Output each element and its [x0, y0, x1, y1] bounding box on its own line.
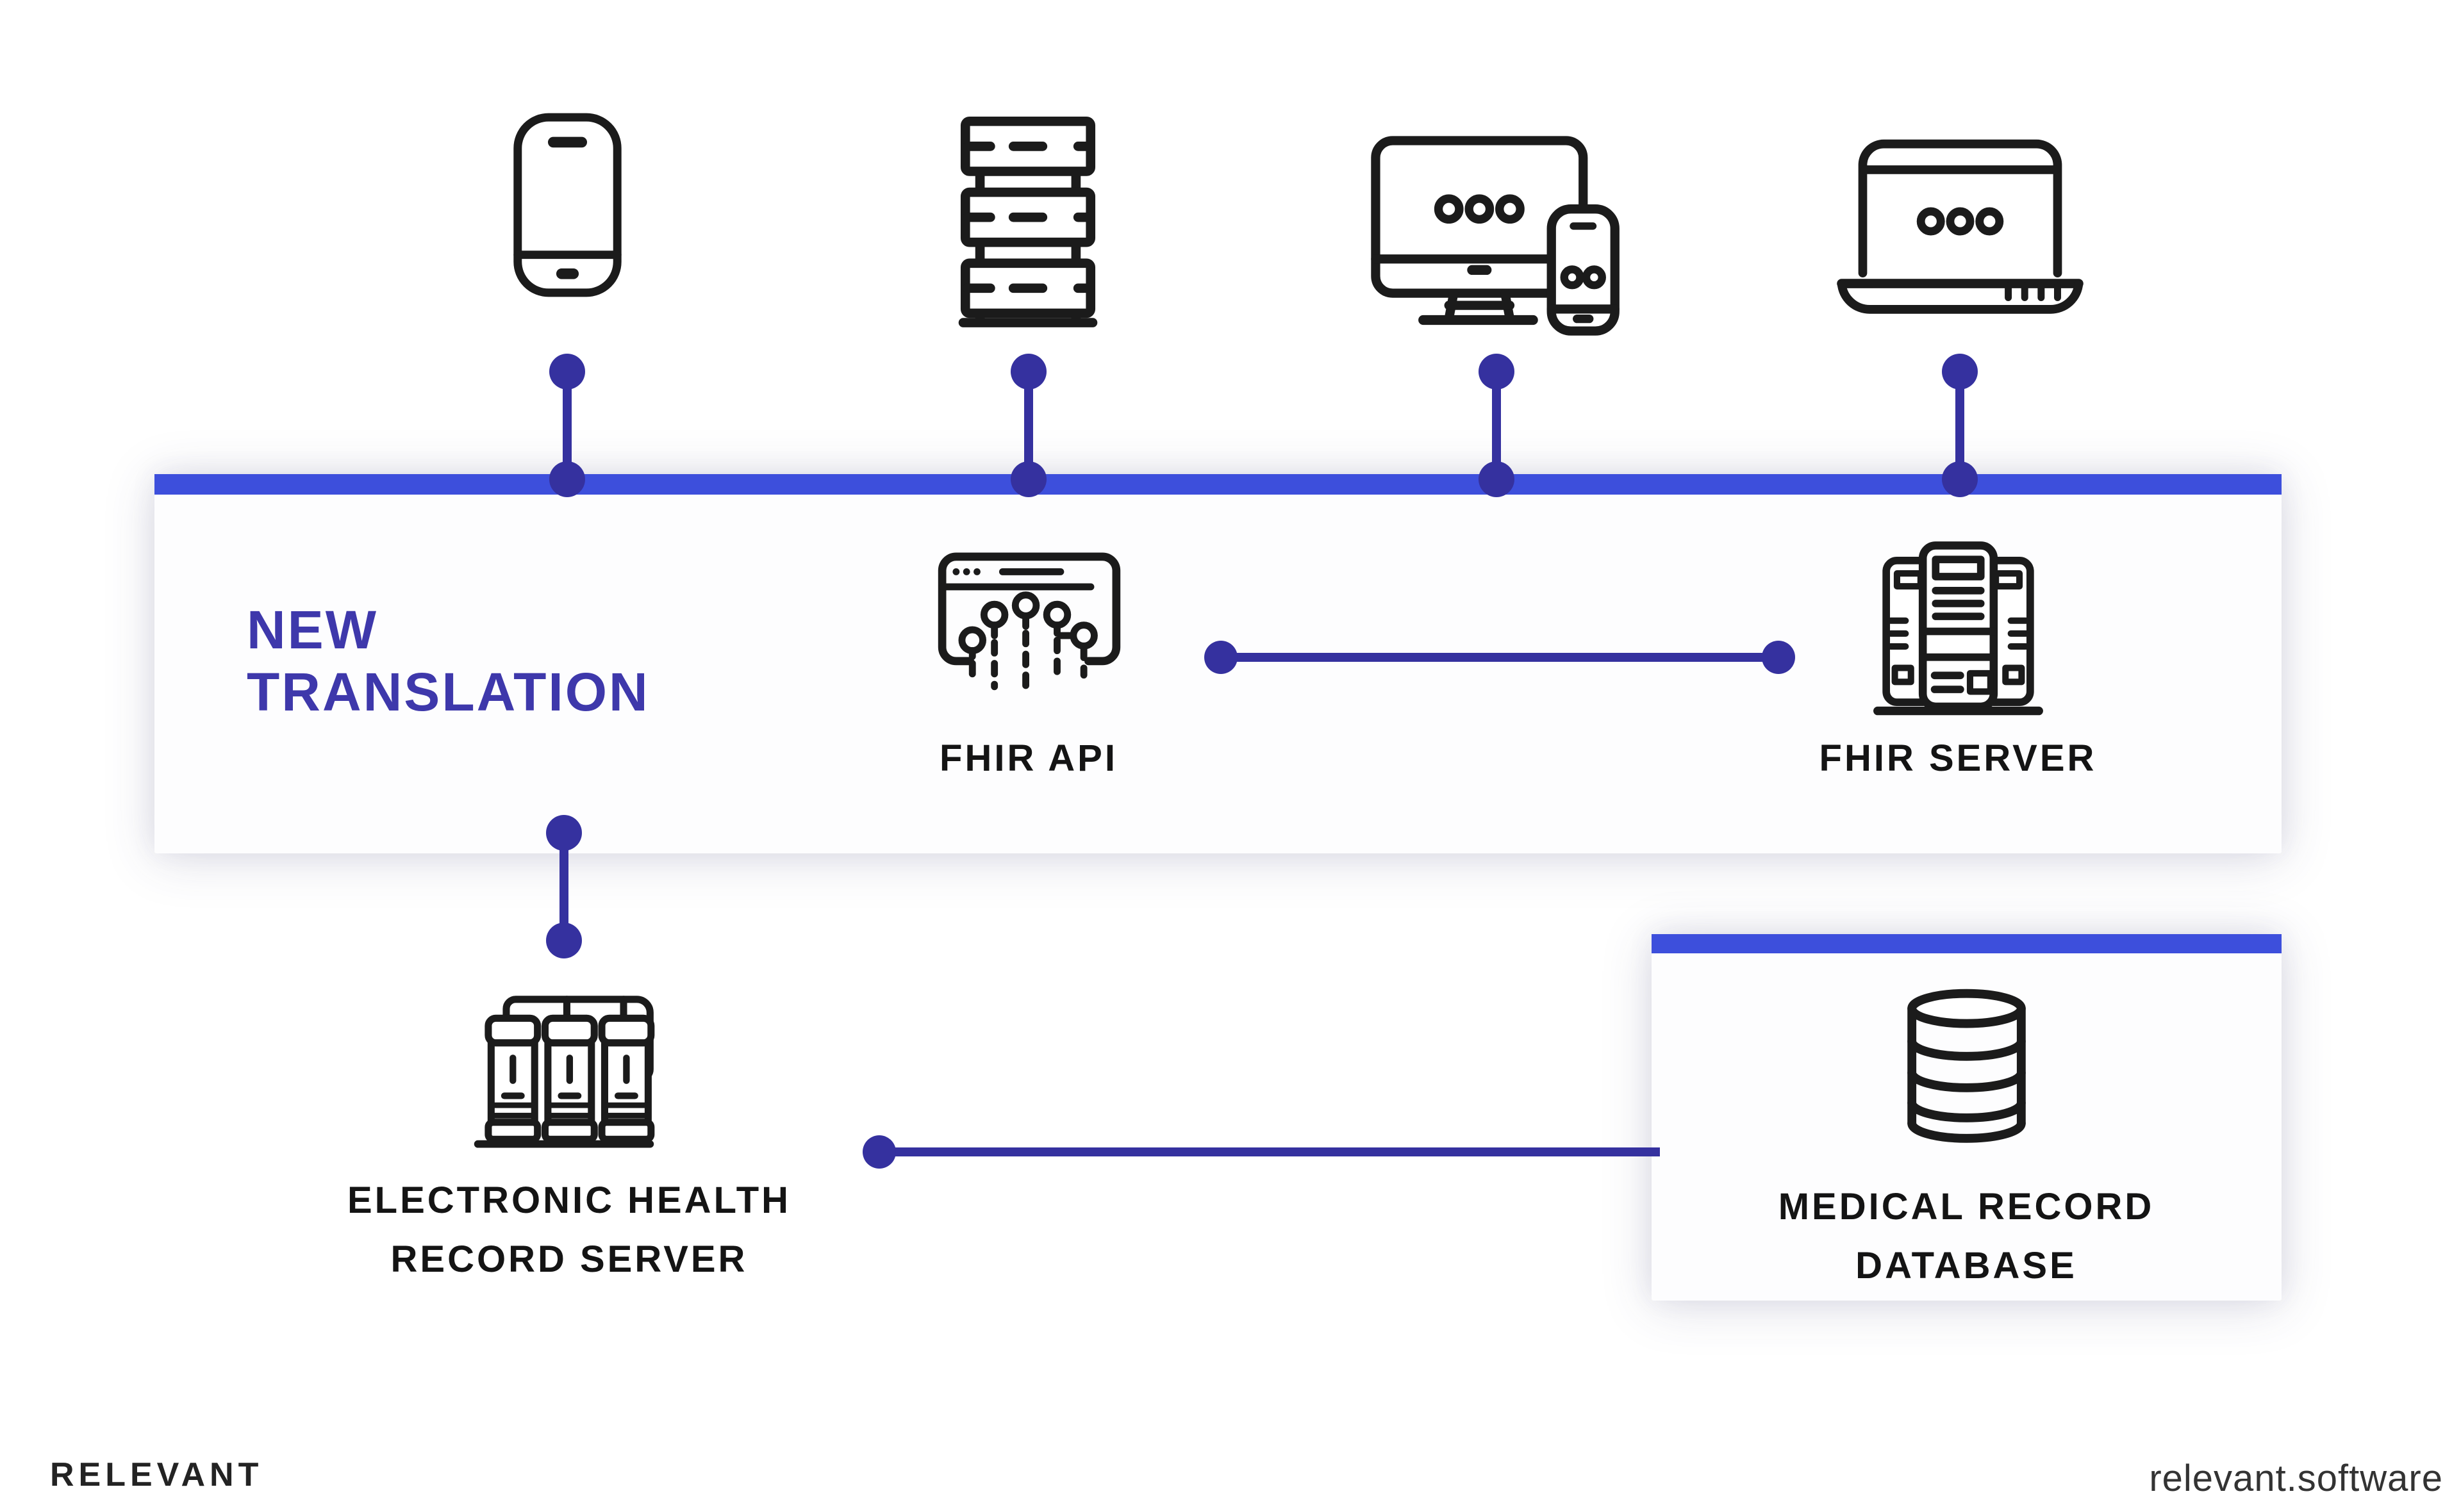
connector-dot: [549, 354, 585, 390]
server-rack-icon: [958, 116, 1098, 327]
desktop-and-mobile-icon: [1371, 136, 1620, 336]
connector-line-server-rack: [1024, 372, 1033, 478]
db-panel-top-bar: [1652, 934, 2282, 953]
ehr-server-label: ELECTRONIC HEALTH RECORD SERVER: [347, 1171, 791, 1288]
connector-dot: [546, 815, 582, 851]
laptop-icon: [1837, 139, 2084, 314]
ehr-server-label-line1: ELECTRONIC HEALTH: [347, 1179, 791, 1221]
medical-record-database-panel: [1652, 934, 2282, 1301]
connector-dot: [1011, 461, 1047, 497]
ehr-server-label-line2: RECORD SERVER: [390, 1238, 748, 1280]
connector-line-api-server: [1221, 653, 1778, 662]
connector-line-desktop: [1492, 372, 1501, 478]
ehr-server-icon: [474, 996, 655, 1148]
connector-line-smartphone: [563, 372, 572, 478]
connector-dot: [1942, 354, 1978, 390]
connector-dot: [1762, 641, 1795, 674]
panel-title-line1: NEW: [247, 600, 378, 660]
panel-top-bar: [154, 474, 2282, 495]
panel-title-line2: TRANSLATION: [247, 662, 650, 723]
connector-dot: [546, 923, 582, 958]
db-label-line2: DATABASE: [1855, 1244, 2077, 1286]
relevant-logo: RELEVANT: [50, 1456, 263, 1493]
database-cylinder-icon: [1907, 989, 2026, 1143]
smartphone-icon: [513, 113, 622, 297]
connector-dot: [1479, 461, 1514, 497]
connector-line-ehr-db: [879, 1147, 1660, 1156]
panel-title: NEW TRANSLATION: [247, 599, 650, 724]
website-url: relevant.software: [2149, 1458, 2443, 1499]
db-label-line1: MEDICAL RECORD: [1778, 1186, 2155, 1228]
connector-dot: [1942, 461, 1978, 497]
connector-line-laptop: [1955, 372, 1964, 478]
connector-dot: [549, 461, 585, 497]
connector-dot: [863, 1135, 896, 1169]
fhir-api-icon: [938, 552, 1121, 691]
fhir-server-label: FHIR SERVER: [1819, 737, 2097, 779]
fhir-api-label: FHIR API: [940, 737, 1118, 779]
connector-dot: [1011, 354, 1047, 390]
connector-dot: [1204, 641, 1238, 674]
medical-record-database-label: MEDICAL RECORD DATABASE: [1778, 1178, 2155, 1295]
connector-line-panel-ehr: [559, 833, 568, 941]
connector-dot: [1479, 354, 1514, 390]
fhir-server-icon: [1873, 541, 2043, 716]
